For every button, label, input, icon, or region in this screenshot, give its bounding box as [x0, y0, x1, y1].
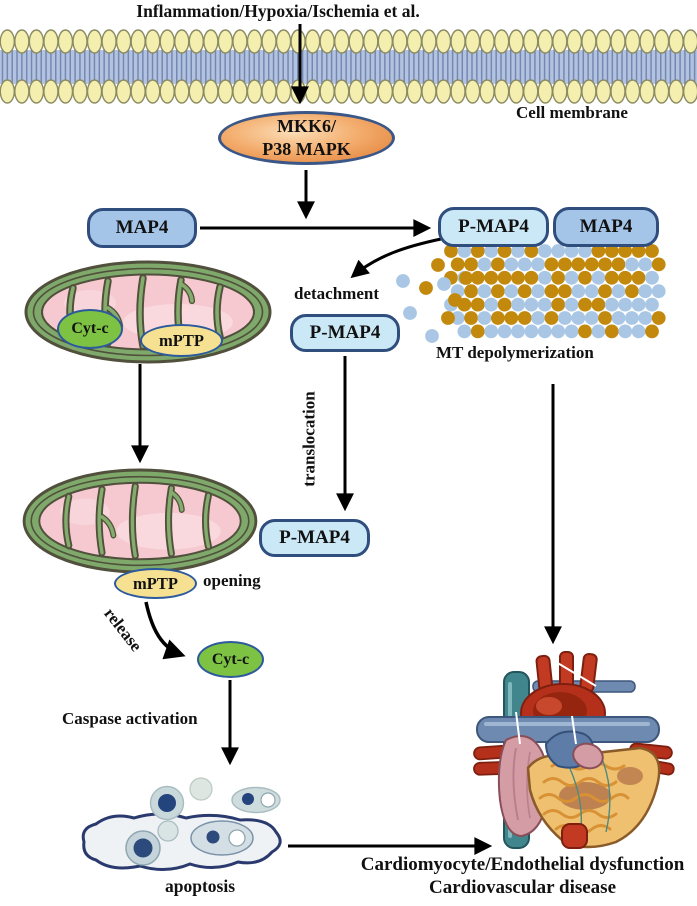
pmap4-node-on-mito: P-MAP4	[259, 519, 370, 557]
map4-node-on-mt: MAP4	[553, 207, 659, 247]
outcome-line1: Cardiomyocyte/Endothelial dysfunction	[360, 854, 685, 875]
apoptotic-cells-illustration	[81, 777, 282, 871]
kinase-node: MKK6/ P38 MAPK	[218, 111, 395, 165]
arrow-release-curve	[144, 601, 186, 660]
apoptosis-label: apoptosis	[165, 876, 236, 896]
outcome-line2: Cardiovascular disease	[428, 877, 616, 898]
mt-depolymerization-label: MT depolymerization	[436, 343, 594, 362]
pmap4-node-detached: P-MAP4	[290, 314, 400, 352]
cytc-node-mito1: Cyt-c	[57, 309, 123, 349]
pmap4-node-on-mt: P-MAP4	[438, 207, 549, 247]
cytc-node-released: Cyt-c	[197, 641, 264, 678]
translocation-label: translocation	[300, 391, 320, 487]
heart-illustration	[473, 651, 675, 849]
mptp-node-mito1: mPTP	[140, 324, 223, 357]
kinase-line1: MKK6/	[277, 115, 336, 136]
opening-label: opening	[203, 571, 261, 590]
kinase-line2: P38 MAPK	[262, 139, 351, 159]
mptp-node-mito2: mPTP	[114, 568, 197, 599]
caspase-activation-label: Caspase activation	[62, 709, 198, 728]
map4-node-cytosol: MAP4	[87, 208, 197, 248]
arrow-detachment-curve	[350, 237, 442, 279]
cell-membrane-label: Cell membrane	[516, 103, 628, 122]
detachment-label: detachment	[294, 284, 379, 303]
cell-membrane-illustration	[0, 29, 697, 104]
microtubule-lattice-illustration	[396, 244, 666, 343]
stimulus-label: Inflammation/Hypoxia/Ischemia et al.	[136, 1, 420, 21]
mitochondrion-2-illustration	[24, 470, 256, 572]
